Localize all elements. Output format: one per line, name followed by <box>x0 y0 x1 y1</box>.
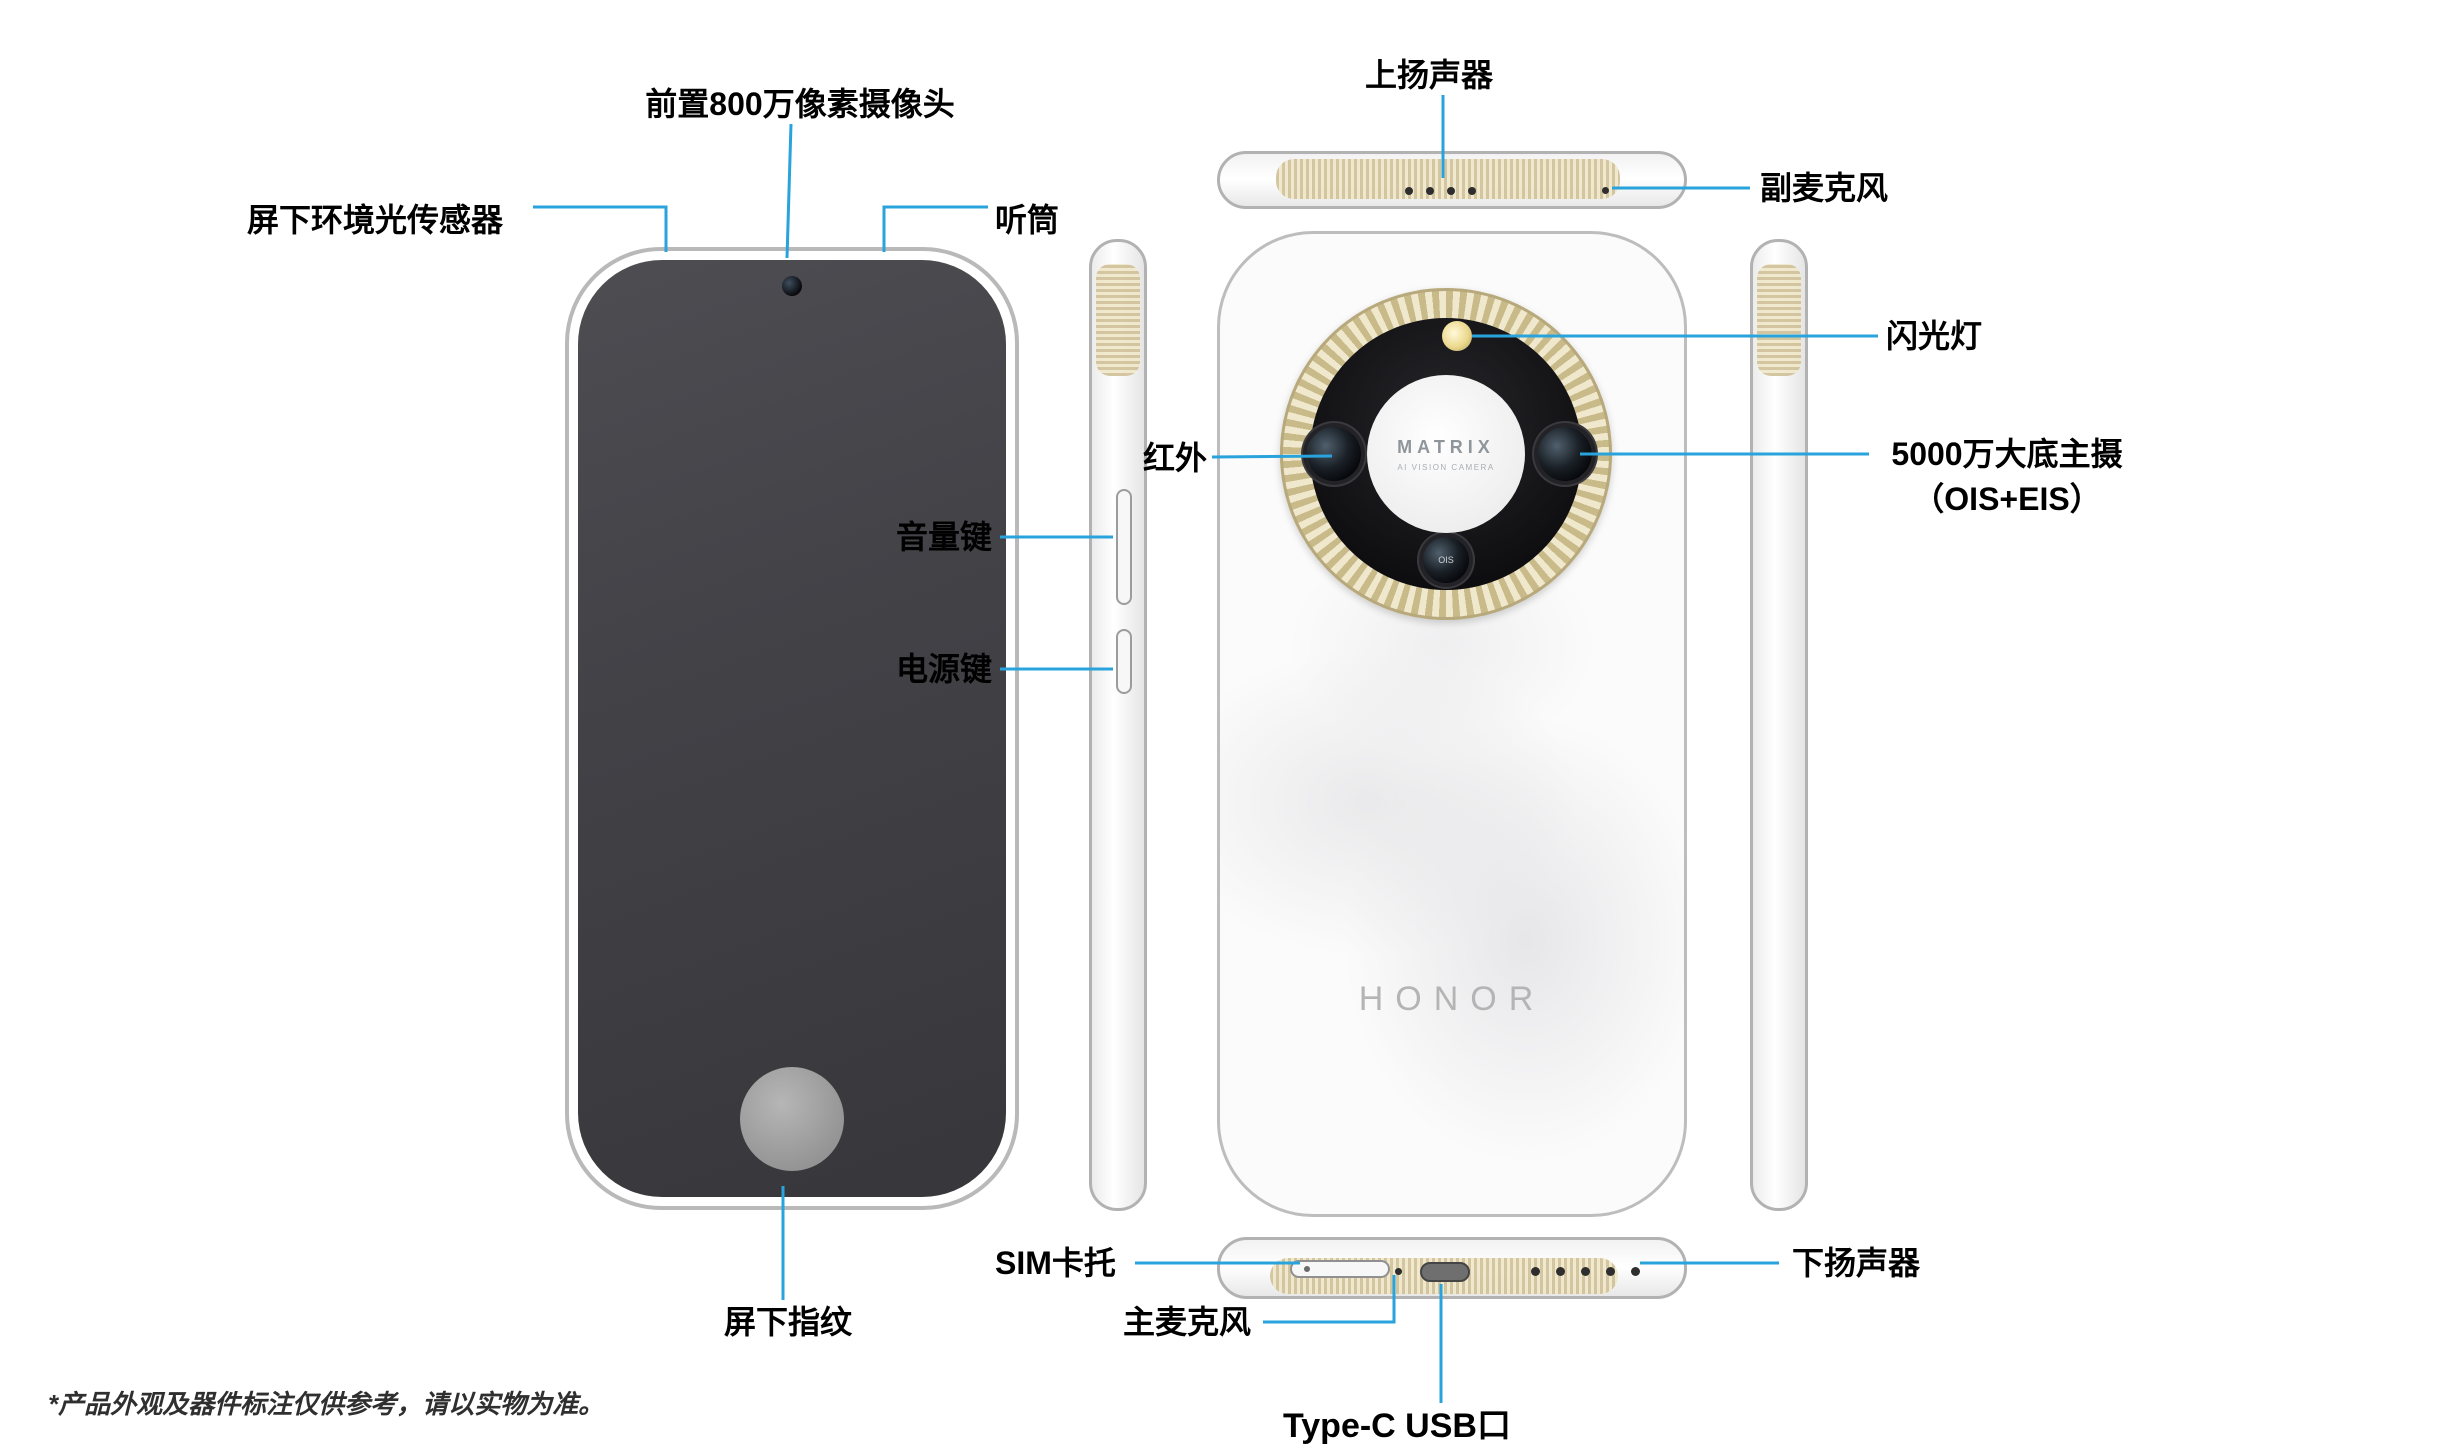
side-left-texture <box>1096 264 1140 376</box>
bottom-lens: OIS <box>1423 537 1469 583</box>
front-camera-dot <box>782 276 802 296</box>
label-fingerprint: 屏下指纹 <box>723 1304 853 1340</box>
footnote: *产品外观及器件标注仅供参考，请以实物为准。 <box>48 1389 605 1419</box>
speaker-hole <box>1606 1267 1615 1276</box>
speaker-hole <box>1556 1267 1565 1276</box>
label-flash: 闪光灯 <box>1886 318 1983 354</box>
infrared-lens <box>1307 427 1361 481</box>
speaker-hole <box>1405 187 1413 195</box>
lens-badge: OIS <box>1438 555 1454 565</box>
top-speaker-holes <box>1405 187 1476 195</box>
label-sim-tray: SIM卡托 <box>995 1245 1116 1281</box>
label-main-camera-line1: 5000万大底主摄 <box>1891 436 2123 472</box>
speaker-hole <box>1631 1267 1640 1276</box>
label-usb-port: Type-C USB口 <box>1283 1407 1511 1445</box>
speaker-hole <box>1531 1267 1540 1276</box>
camera-ring-title: MATRIX <box>1397 436 1495 457</box>
bottom-speaker-holes <box>1531 1267 1640 1276</box>
brand-logo: HONOR <box>1358 980 1546 1018</box>
sim-eject-hole <box>1304 1266 1310 1272</box>
front-screen <box>578 260 1006 1197</box>
callout-front-camera <box>785 123 793 259</box>
front-view <box>565 247 1019 1210</box>
label-front-camera: 前置800万像素摄像头 <box>645 86 955 122</box>
label-infrared: 红外 <box>1143 440 1208 476</box>
power-button <box>1116 629 1132 694</box>
sim-tray-slot <box>1290 1260 1390 1278</box>
side-view-left <box>1089 239 1147 1211</box>
volume-button <box>1116 489 1132 605</box>
bottom-view <box>1217 1237 1687 1299</box>
callout-earpiece <box>882 205 988 252</box>
label-power-key: 电源键 <box>896 651 993 687</box>
label-secondary-mic: 副麦克风 <box>1760 170 1889 206</box>
speaker-hole <box>1581 1267 1590 1276</box>
back-view: OIS MATRIX AI VISION CAMERA HONOR <box>1217 231 1687 1217</box>
label-bottom-speaker: 下扬声器 <box>1792 1245 1921 1281</box>
callout-infrared <box>1211 454 1333 459</box>
speaker-hole <box>1426 187 1434 195</box>
side-view-right <box>1750 239 1808 1211</box>
camera-ring-subtitle: AI VISION CAMERA <box>1397 462 1495 472</box>
speaker-hole <box>1447 187 1455 195</box>
camera-module: OIS MATRIX AI VISION CAMERA <box>1280 288 1612 620</box>
label-main-mic: 主麦克风 <box>1123 1304 1252 1340</box>
usb-c-port <box>1420 1262 1470 1282</box>
speaker-hole <box>1468 187 1476 195</box>
label-main-camera-line2: （OIS+EIS） <box>1912 481 2102 517</box>
callout-main-mic <box>1263 1275 1396 1324</box>
label-volume-key: 音量键 <box>896 519 993 555</box>
camera-center-plate: MATRIX AI VISION CAMERA <box>1367 375 1525 533</box>
label-ambient-sensor: 屏下环境光传感器 <box>247 202 504 238</box>
label-top-speaker: 上扬声器 <box>1364 57 1494 93</box>
top-view <box>1217 151 1687 209</box>
label-earpiece: 听筒 <box>995 202 1060 238</box>
secondary-mic-hole <box>1602 187 1609 194</box>
fingerprint-sensor <box>740 1067 844 1171</box>
label-main-camera: 5000万大底主摄 （OIS+EIS） <box>1891 432 2122 522</box>
side-right-texture <box>1757 264 1801 376</box>
main-mic-hole <box>1395 1268 1402 1275</box>
flash-led <box>1442 321 1472 351</box>
callout-ambient-sensor <box>533 205 668 252</box>
